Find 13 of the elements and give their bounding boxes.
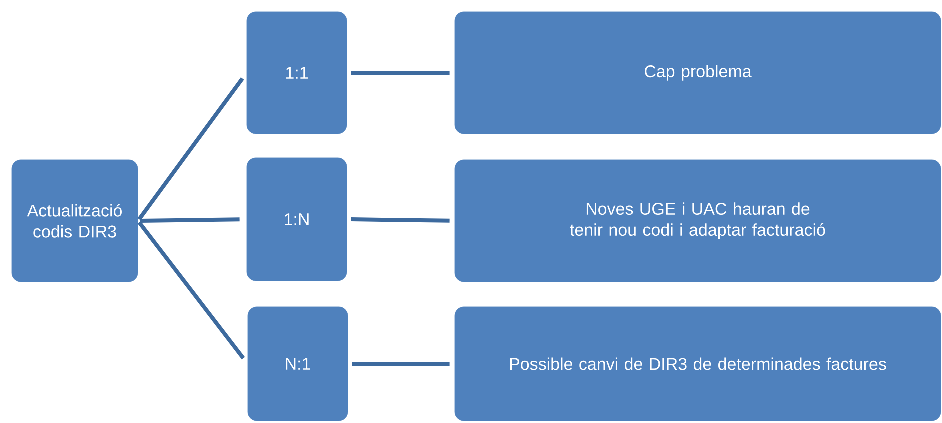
connector-line [138,221,246,360]
process-box: 1:1 [246,12,348,134]
connector-line [138,77,244,221]
connector-line [140,218,240,223]
process-box: Actualització codis DIR3 [12,160,138,282]
result-box: Cap problema [454,12,942,134]
result-box: Possible canvi de DIR3 de determinades factures [454,306,942,422]
process-box: N:1 [248,306,348,422]
connector-line [351,71,450,75]
connector-line [352,362,450,366]
result-box: Noves UGE i UAC hauran de tenir nou codi i adaptar facturació [454,160,942,282]
connector-line [351,218,450,223]
process-box: 1:N [246,158,348,282]
